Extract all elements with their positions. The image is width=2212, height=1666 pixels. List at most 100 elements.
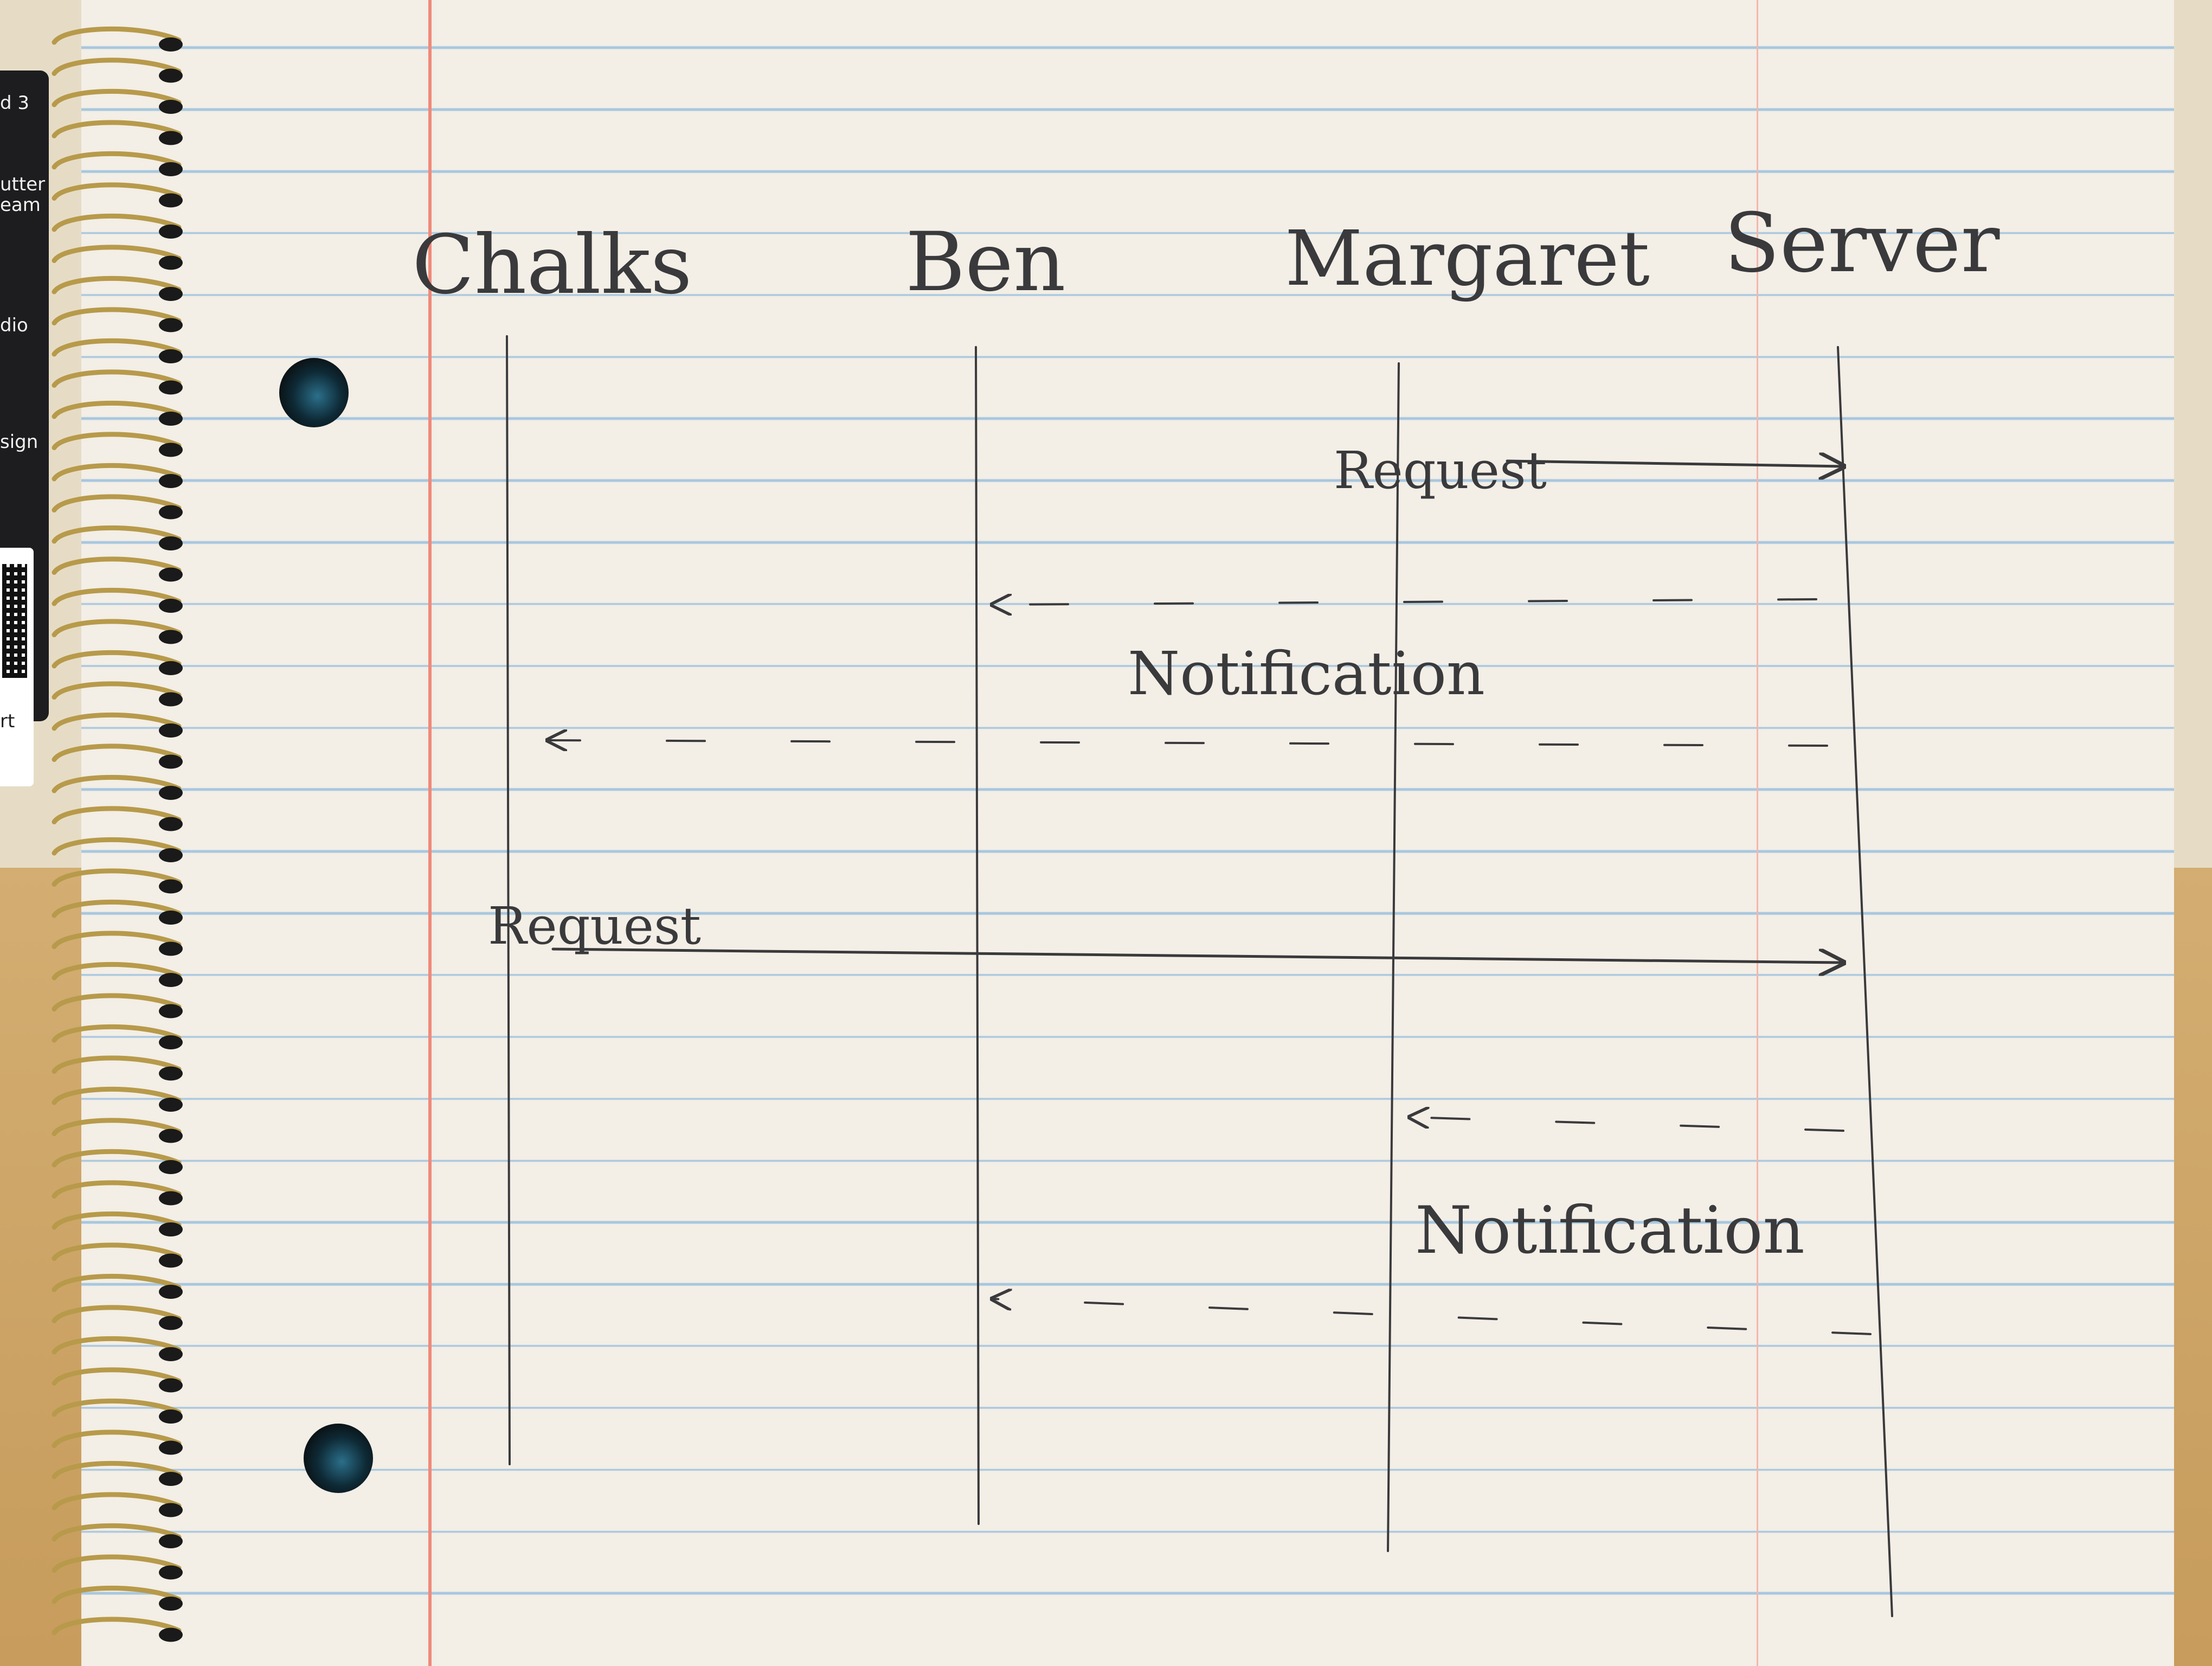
binding-hole	[159, 1316, 183, 1330]
sticker-text-2: utter	[0, 174, 46, 195]
spiral-ring	[52, 463, 182, 482]
margin-line	[428, 0, 432, 1666]
binding-hole	[159, 1066, 183, 1081]
message-label-request-2: Request	[488, 896, 701, 956]
spiral-ring	[52, 1118, 182, 1136]
spiral-ring	[52, 1367, 182, 1386]
binding-hole	[159, 131, 183, 145]
binding-hole	[159, 911, 183, 925]
participant-label-margaret: Margaret	[1285, 215, 1650, 303]
spiral-ring	[52, 1086, 182, 1105]
binding-hole	[159, 879, 183, 894]
message-arrow-m4	[551, 947, 1843, 963]
binding-hole	[159, 1129, 183, 1143]
binding-hole	[159, 287, 183, 301]
binding-hole	[159, 349, 183, 363]
binding-hole	[159, 68, 183, 83]
sticker-card: d 3 utter eam dio sign rt	[0, 71, 49, 786]
spiral-ring	[52, 744, 182, 762]
notebook-page	[81, 0, 2174, 1666]
binding-hole	[159, 1253, 183, 1268]
sticker-text-6: rt	[0, 710, 15, 732]
spiral-ring	[52, 1585, 182, 1604]
spiral-ring	[52, 806, 182, 824]
spiral-ring	[52, 1305, 182, 1323]
binding-hole	[159, 1565, 183, 1580]
binding-hole	[159, 723, 183, 738]
spiral-ring	[52, 525, 182, 544]
binding-hole	[159, 1597, 183, 1611]
punch-hole-bottom	[304, 1424, 373, 1493]
spiral-ring	[52, 245, 182, 263]
binding-hole	[159, 754, 183, 769]
binding-hole	[159, 193, 183, 208]
binding-hole	[159, 1627, 183, 1642]
message-label-notification-1: Notification	[1128, 639, 1485, 708]
binding-hole	[159, 817, 183, 831]
lifelines	[506, 335, 1893, 1617]
margin-line-faint	[1757, 0, 1758, 1666]
participant-label-chalks: Chalks	[412, 218, 692, 312]
spiral-ring	[52, 1336, 182, 1355]
message-label-notification-2: Notification	[1415, 1193, 1805, 1268]
spiral-binding	[52, 26, 183, 1642]
spiral-ring	[52, 1492, 182, 1510]
messages	[548, 461, 1872, 1335]
spiral-ring	[52, 1523, 182, 1542]
binding-hole	[159, 1534, 183, 1548]
binding-hole	[159, 225, 183, 239]
spiral-ring	[52, 1055, 182, 1074]
binding-hole	[159, 536, 183, 550]
spiral-ring	[52, 88, 182, 107]
spiral-ring	[52, 213, 182, 232]
participant-label-server: Server	[1724, 196, 2000, 291]
participant-label-ben: Ben	[905, 215, 1066, 310]
spiral-ring	[52, 1273, 182, 1292]
sticker-text-4: dio	[0, 315, 28, 336]
spiral-ring	[52, 1460, 182, 1479]
binding-hole	[159, 567, 183, 582]
spiral-ring	[52, 369, 182, 388]
spiral-ring	[52, 26, 182, 45]
message-arrow-m6	[992, 1299, 1872, 1335]
binding-hole	[159, 1347, 183, 1361]
binding-hole	[159, 661, 183, 675]
spiral-ring	[52, 275, 182, 294]
binding-hole	[159, 1035, 183, 1049]
binding-hole	[159, 692, 183, 707]
spiral-ring	[52, 1398, 182, 1417]
binding-hole	[159, 505, 183, 520]
binding-hole	[159, 1503, 183, 1517]
binding-hole	[159, 318, 183, 332]
binding-hole	[159, 1191, 183, 1206]
spiral-ring	[52, 556, 182, 575]
binding-hole	[159, 1472, 183, 1486]
spiral-ring	[52, 1211, 182, 1230]
lifeline-ben	[975, 346, 980, 1525]
spiral-ring	[52, 619, 182, 637]
message-arrow-m1	[1506, 461, 1843, 466]
spiral-ring	[52, 1430, 182, 1448]
spiral-ring	[52, 151, 182, 170]
binding-hole	[159, 255, 183, 270]
message-label-request-1: Request	[1334, 441, 1547, 501]
binding-hole	[159, 1222, 183, 1236]
binding-hole	[159, 1378, 183, 1393]
binding-hole	[159, 848, 183, 862]
spiral-ring	[52, 307, 182, 325]
spiral-ring	[52, 650, 182, 669]
binding-hole	[159, 786, 183, 800]
spiral-ring	[52, 57, 182, 76]
qr-code: rt	[0, 548, 34, 786]
spiral-ring	[52, 712, 182, 731]
spiral-ring	[52, 182, 182, 201]
binding-hole	[159, 1285, 183, 1299]
spiral-ring	[52, 899, 182, 918]
spiral-ring	[52, 837, 182, 856]
binding-hole	[159, 1409, 183, 1424]
binding-hole	[159, 37, 183, 52]
spiral-ring	[52, 681, 182, 700]
spiral-ring	[52, 400, 182, 419]
spiral-ring	[52, 1554, 182, 1573]
